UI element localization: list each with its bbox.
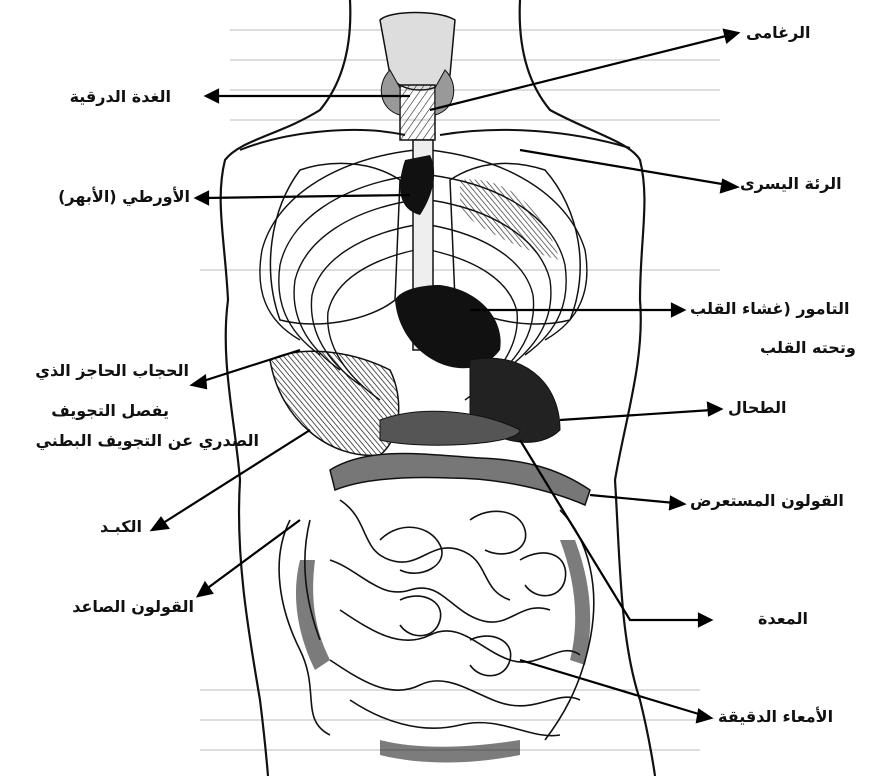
label-stomach: المعدة	[758, 608, 808, 630]
intestines	[279, 500, 594, 740]
label-trachea: الرغامى	[746, 22, 810, 44]
label-ascending-colon: القولون الصاعد	[72, 596, 194, 618]
abdomen-upper	[270, 351, 560, 455]
label-spleen: الطحال	[728, 397, 787, 419]
transverse-colon	[330, 453, 590, 505]
label-diaphragm-line1: الحجاب الحاجز الذي	[35, 360, 189, 382]
intestine-shading	[296, 540, 590, 763]
label-diaphragm-line3: الصدري عن التجويف البطني	[36, 430, 259, 452]
label-left-lung: الرئة اليسرى	[740, 173, 842, 195]
label-pericardium-line2: وتحته القلب	[760, 337, 856, 359]
label-liver: الكبـد	[100, 516, 142, 538]
neck-organs	[380, 13, 455, 141]
label-thyroid: الغدة الدرقية	[70, 86, 171, 108]
label-small-intestine: الأمعاء الدقيقة	[718, 706, 833, 728]
label-diaphragm-line2: يفصل التجويف	[51, 400, 169, 422]
label-transverse-colon: القولون المستعرض	[690, 490, 844, 512]
label-aorta: الأورطي (الأبهر)	[58, 186, 190, 208]
label-pericardium-line1: التامور (غشاء القلب	[690, 298, 850, 320]
